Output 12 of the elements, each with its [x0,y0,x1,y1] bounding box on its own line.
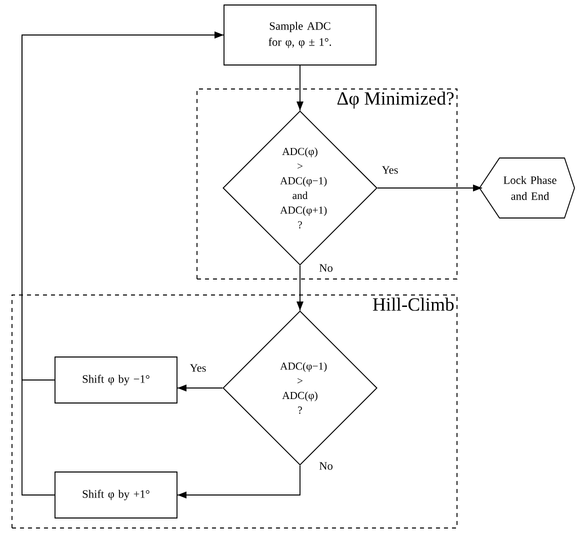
arrow [177,465,300,498]
edge-label: Yes [380,164,400,176]
edge-label: Yes [188,362,208,374]
process-box: Shift φ by +1° [54,472,178,518]
edge-label: No [318,262,334,274]
arrow [377,184,483,192]
process-box: Sample ADC for φ, φ ± 1°. [224,4,376,66]
arrow [296,265,304,311]
arrow [177,384,223,392]
process-box: Shift φ by −1° [54,356,178,404]
arrow [22,32,224,496]
arrow [296,65,304,111]
